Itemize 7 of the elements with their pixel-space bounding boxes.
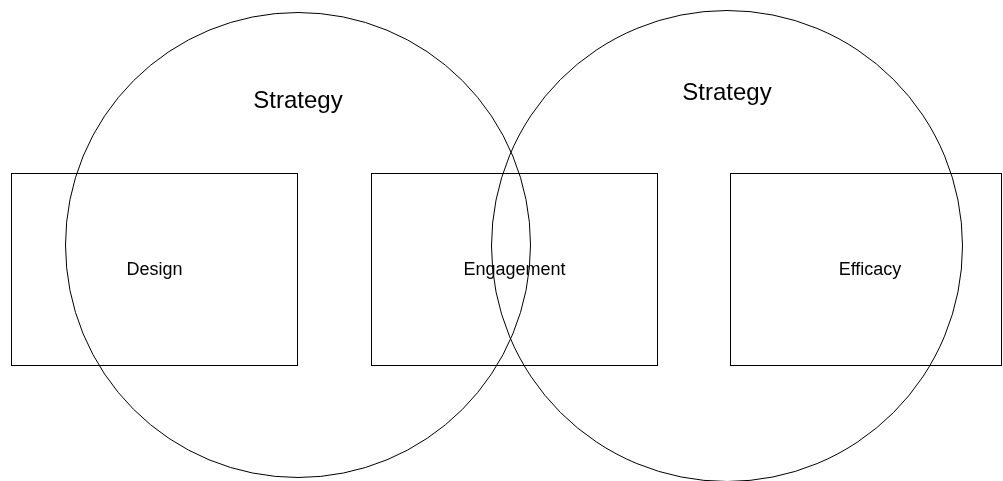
box-label: Efficacy: [838, 259, 902, 280]
rectangle-box: [11, 173, 298, 366]
box-label: Design: [126, 259, 183, 280]
circle-heading: Strategy: [682, 78, 772, 106]
circle-heading: Strategy: [253, 86, 343, 114]
rectangle-box: [730, 173, 1002, 366]
rectangle-box: [371, 173, 658, 366]
